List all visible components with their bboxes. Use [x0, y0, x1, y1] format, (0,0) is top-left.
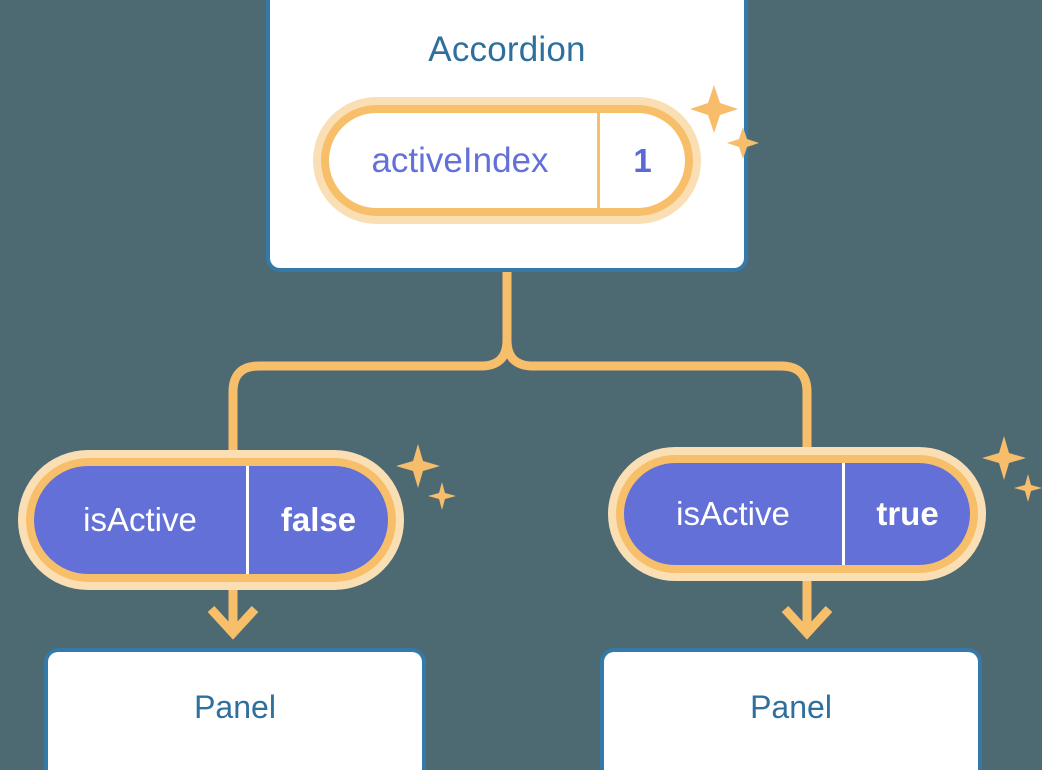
state-badge-activeindex[interactable]: activeIndex 1: [313, 97, 701, 224]
prop-badge-value: false: [246, 466, 388, 574]
pill-inner: activeIndex 1: [329, 113, 685, 208]
panel-title: Panel: [750, 688, 832, 725]
connector-left-branch: [228, 267, 512, 475]
component-card-panel-right[interactable]: Panel: [600, 648, 982, 770]
prop-badge-key: isActive: [676, 495, 790, 532]
prop-badge-value: true: [842, 463, 970, 565]
arrow-down-icon-left: [207, 605, 259, 640]
state-badge-value: 1: [597, 113, 685, 208]
state-badge-key: activeIndex: [371, 140, 549, 180]
pill-inner: isActive true: [624, 463, 970, 565]
prop-badge-isactive-right[interactable]: isActive true: [608, 447, 986, 581]
prop-badge-key: isActive: [83, 501, 197, 538]
component-card-panel-left[interactable]: Panel: [44, 648, 426, 770]
arrow-down-icon-right: [781, 605, 833, 640]
pill-inner: isActive false: [34, 466, 388, 574]
panel-title: Panel: [194, 688, 276, 725]
connector-right-branch: [502, 267, 812, 475]
prop-badge-isactive-left[interactable]: isActive false: [18, 450, 404, 590]
page-title: Accordion: [428, 30, 586, 69]
